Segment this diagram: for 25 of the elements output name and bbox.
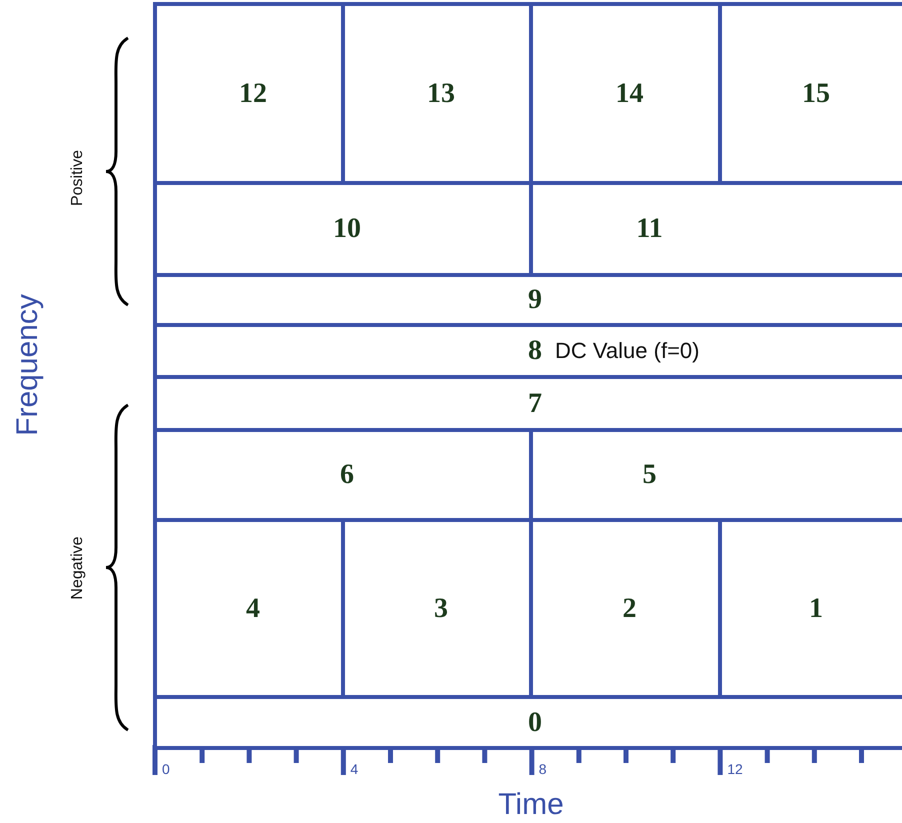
tile-number: 9 [528,284,542,316]
tile-number: 15 [802,78,830,110]
tick-label: 4 [350,761,358,777]
tile-number: 14 [616,78,644,110]
tile-number: 1 [809,592,823,624]
tile-number: 5 [642,459,656,491]
tile-number: 6 [340,459,354,491]
tile-number: 10 [333,213,361,245]
tile-number: 8 [528,335,542,367]
tile-number: 0 [528,706,542,738]
axis-title: Frequency [11,294,45,436]
tick-label: 0 [162,761,170,777]
tile-number: 12 [239,78,267,110]
axis-title: Time [498,788,564,822]
tile-number: 2 [622,592,636,624]
axis-side-label: Positive [69,150,87,206]
tick-label: 12 [727,761,743,777]
axis-side-label: Negative [69,536,87,600]
tile-number: 3 [434,592,448,624]
tile-number: 4 [246,592,260,624]
tile-number: 13 [427,78,455,110]
tile-number: 7 [528,388,542,420]
tile-number: 11 [636,213,663,245]
tick-label: 8 [538,761,547,777]
tile-note: DC Value (f=0) [555,338,700,364]
